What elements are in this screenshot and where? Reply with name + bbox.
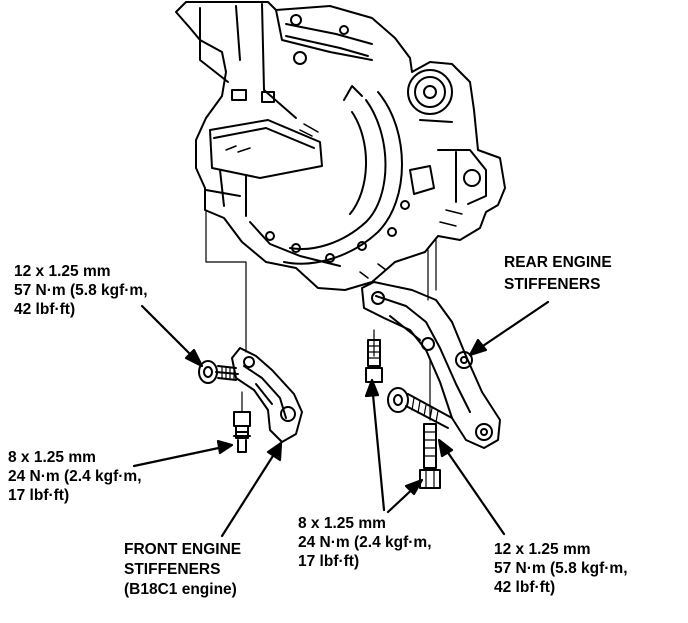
rear-small-bolt-lower xyxy=(419,423,441,489)
front-stiffener-bracket xyxy=(231,347,303,443)
front-upper-bolt-size: 12 x 1.25 mm xyxy=(14,263,111,280)
front-stiffeners-title-1: FRONT ENGINE xyxy=(124,541,242,558)
rear-long-bolt xyxy=(387,387,453,429)
rear-small-bolt-upper xyxy=(365,339,383,383)
front-stiffeners-engine-note: (B18C1 engine) xyxy=(124,581,237,598)
front-lower-bolt-torque-label: 8 x 1.25 mm 24 N·m (2.4 kgf·m, 17 lbf·ft… xyxy=(8,448,142,505)
rear-stiffeners-title-1: REAR ENGINE xyxy=(504,254,612,271)
alignment-lines xyxy=(205,209,437,421)
rear-upper-bolt-size: 12 x 1.25 mm xyxy=(494,541,591,558)
front-lower-bolt xyxy=(233,411,251,453)
front-upper-bolt-torque-nm: 57 N·m (5.8 kgf·m, xyxy=(14,282,148,299)
front-lower-bolt-torque-nm: 24 N·m (2.4 kgf·m, xyxy=(8,468,142,485)
front-upper-bolt xyxy=(198,360,239,384)
front-lower-bolt-size: 8 x 1.25 mm xyxy=(8,449,96,466)
leader-arrows xyxy=(132,300,550,538)
front-stiffeners-label: FRONT ENGINE STIFFENERS (B18C1 engine) xyxy=(124,540,241,600)
front-stiffeners-title-2: STIFFENERS xyxy=(124,561,221,578)
front-upper-bolt-torque-label: 12 x 1.25 mm 57 N·m (5.8 kgf·m, 42 lbf·f… xyxy=(14,262,148,319)
rear-lower-bolt-torque-nm: 24 N·m (2.4 kgf·m, xyxy=(298,534,432,551)
rear-stiffeners-title-2: STIFFENERS xyxy=(504,276,601,293)
rear-lower-bolt-size: 8 x 1.25 mm xyxy=(298,515,386,532)
rear-upper-bolt-torque-label: 12 x 1.25 mm 57 N·m (5.8 kgf·m, 42 lbf·f… xyxy=(494,540,628,597)
engine-block-drawing xyxy=(175,1,506,291)
rear-lower-bolt-torque-label: 8 x 1.25 mm 24 N·m (2.4 kgf·m, 17 lbf·ft… xyxy=(298,514,432,571)
rear-stiffeners-label: REAR ENGINE STIFFENERS xyxy=(504,252,612,296)
front-lower-bolt-torque-lbf: 17 lbf·ft) xyxy=(8,487,70,504)
rear-stiffener-bracket xyxy=(361,281,501,449)
rear-upper-bolt-torque-lbf: 42 lbf·ft) xyxy=(494,579,556,596)
rear-lower-bolt-torque-lbf: 17 lbf·ft) xyxy=(298,553,360,570)
rear-upper-bolt-torque-nm: 57 N·m (5.8 kgf·m, xyxy=(494,560,628,577)
front-upper-bolt-torque-lbf: 42 lbf·ft) xyxy=(14,301,76,318)
